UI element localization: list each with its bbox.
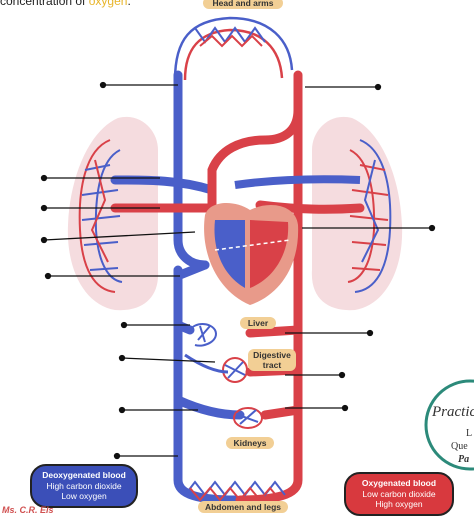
legend-oxygenated-line1: Low carbon dioxide xyxy=(362,488,436,499)
left-lung-capillaries xyxy=(78,139,123,293)
abdomen-legs-label: Abdomen and legs xyxy=(198,501,288,513)
intro-prefix: concentration of xyxy=(0,0,86,8)
legend-oxygenated-title: Oxygenated blood xyxy=(361,478,437,488)
badge-line2: L xyxy=(466,428,473,439)
legs-capillaries xyxy=(184,480,286,502)
digestive-line2: tract xyxy=(262,360,282,370)
digestive-label: Digestive tract xyxy=(248,349,296,371)
pulmonary-artery xyxy=(234,175,361,189)
left-lung xyxy=(67,116,159,311)
badge-line3: Que xyxy=(451,441,468,452)
digestive-capillaries xyxy=(184,353,248,383)
legend-deoxygenated-line2: Low oxygen xyxy=(61,491,107,501)
digestive-line1: Digestive xyxy=(253,350,291,360)
vein-system xyxy=(110,70,245,505)
right-lung xyxy=(311,116,403,311)
liver-label: Liver xyxy=(240,317,276,329)
head-capillaries xyxy=(173,16,294,81)
legend-oxygenated: Oxygenated blood Low carbon dioxide High… xyxy=(344,472,454,516)
author-credit: Ms. C.R. Els xyxy=(2,505,54,515)
legend-deoxygenated-title: Deoxygenated blood xyxy=(42,470,126,480)
heart-right-side xyxy=(214,220,245,288)
label-lines xyxy=(40,81,436,460)
intro-suffix: . xyxy=(127,0,131,8)
liver-capillaries xyxy=(189,323,217,347)
legend-deoxygenated: Deoxygenated blood High carbon dioxide L… xyxy=(30,464,138,508)
intro-text: concentration of oxygen. xyxy=(0,0,131,8)
kidneys-label: Kidneys xyxy=(226,437,274,449)
head-arms-label: Head and arms xyxy=(203,0,283,9)
practice-badge xyxy=(424,379,474,471)
right-lung-capillaries xyxy=(347,139,392,293)
heart-septum xyxy=(214,239,291,251)
intro-highlight: oxygen xyxy=(88,0,128,8)
legend-oxygenated-line2: High oxygen xyxy=(375,499,423,509)
badge-line1: Practic xyxy=(432,404,474,420)
heart-left-side xyxy=(250,220,289,288)
legend-deoxygenated-line1: High carbon dioxide xyxy=(46,480,122,491)
badge-line4: Pa xyxy=(458,454,470,465)
kidney-capillaries xyxy=(233,407,263,429)
